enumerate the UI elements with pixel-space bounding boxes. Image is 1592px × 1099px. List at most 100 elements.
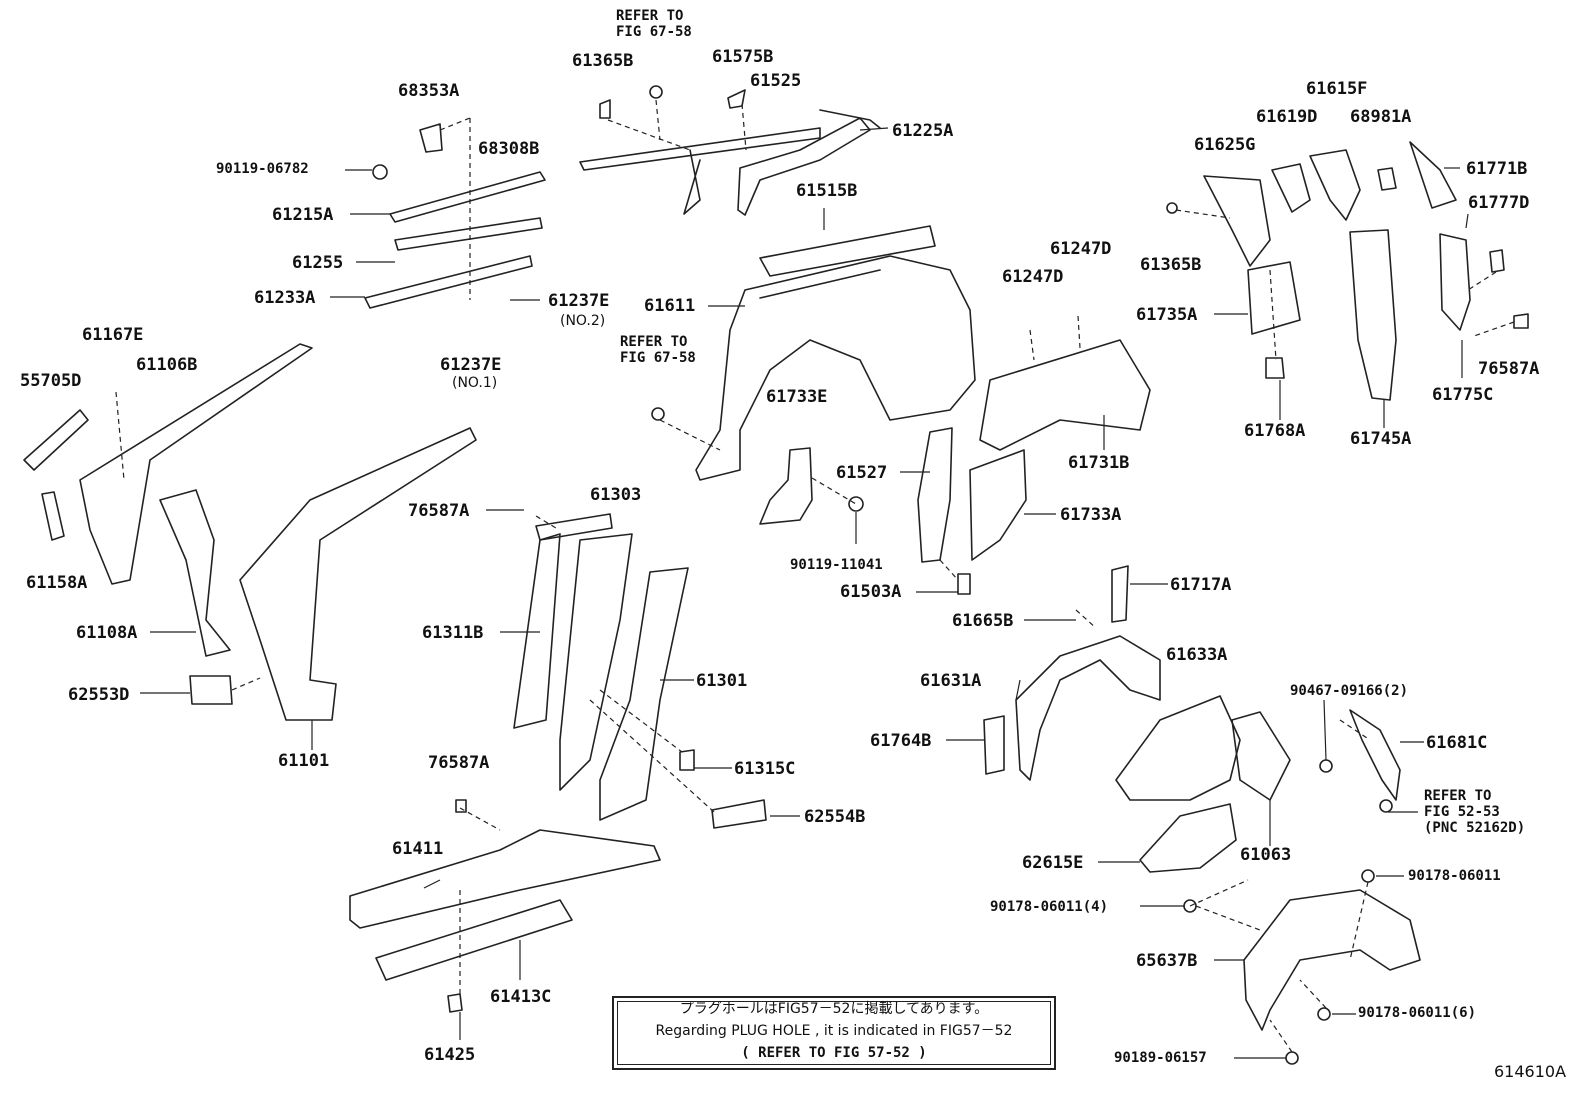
part-label-61611: 61611 [644, 296, 696, 316]
part-label-61527: 61527 [836, 463, 888, 483]
part-61233A [364, 255, 533, 309]
part-61225A [737, 117, 871, 216]
part-label-61768A: 61768A [1244, 421, 1306, 441]
part-label-68981A: 68981A [1350, 107, 1412, 127]
part-62554B [711, 799, 767, 829]
part-label-90178-06011-6: 90178-06011(6) [1358, 1005, 1477, 1021]
part-61735A [1247, 261, 1301, 335]
part-label-61764B: 61764B [870, 731, 932, 751]
plug-hole-note: プラグホールはFIG57－52に掲載してあります。 Regarding PLUG… [612, 996, 1056, 1070]
part-label-65637B: 65637B [1136, 951, 1198, 971]
part-label-61733A: 61733A [1060, 505, 1122, 525]
part-label-61255: 61255 [292, 253, 344, 273]
part-label-61237E-no2: 61237E [548, 291, 610, 311]
part-label-61615F: 61615F [1306, 79, 1368, 99]
part-61063 [1231, 711, 1291, 801]
part-label-68353A: 68353A [398, 81, 460, 101]
part-label-61777D: 61777D [1468, 193, 1530, 213]
part-label-61106B: 61106B [136, 355, 198, 375]
part-label-61167E: 61167E [82, 325, 144, 345]
part-label-61735A: 61735A [1136, 305, 1198, 325]
part-61301 [599, 567, 689, 821]
part-label-61515B: 61515B [796, 181, 858, 201]
part-61413C [375, 899, 573, 981]
part-label-61745A: 61745A [1350, 429, 1412, 449]
part-62553D [189, 675, 233, 705]
part-label-61215A: 61215A [272, 205, 334, 225]
part-note-no2: (NO.2) [560, 313, 606, 329]
part-label-76587A-bottom: 76587A [428, 753, 490, 773]
part-label-61315C: 61315C [734, 759, 796, 779]
part-label-61108A: 61108A [76, 623, 138, 643]
part-label-61301: 61301 [696, 671, 748, 691]
part-label-61625G: 61625G [1194, 135, 1256, 155]
part-label-55705D: 55705D [20, 371, 82, 391]
part-61733A [969, 449, 1027, 561]
part-61215A [389, 171, 546, 223]
part-label-61413C: 61413C [490, 987, 552, 1007]
part-61311B [513, 533, 561, 729]
part-label-61731B: 61731B [1068, 453, 1130, 473]
refer-note-52-53: REFER TO FIG 52-53 (PNC 52162D) [1424, 788, 1526, 836]
part-61303 [559, 533, 633, 791]
part-label-61503A: 61503A [840, 582, 902, 602]
part-label-90178-06011-4: 90178-06011(4) [990, 899, 1109, 915]
part-label-61225A: 61225A [892, 121, 954, 141]
note-line-japanese: プラグホールはFIG57－52に掲載してあります。 [679, 1001, 989, 1017]
part-65637B [1243, 889, 1421, 1031]
part-label-61717A: 61717A [1170, 575, 1232, 595]
part-61515B [759, 225, 936, 277]
part-label-61311B: 61311B [422, 623, 484, 643]
part-label-76587A-mid: 76587A [408, 501, 470, 521]
part-label-61158A: 61158A [26, 573, 88, 593]
part-label-61733E: 61733E [766, 387, 828, 407]
part-61101 [239, 427, 477, 721]
part-label-61247D-lower: 61247D [1002, 267, 1064, 287]
part-61106B [79, 343, 313, 585]
part-label-61665B: 61665B [952, 611, 1014, 631]
part-61633A [1115, 695, 1241, 801]
part-label-61771B: 61771B [1466, 159, 1528, 179]
part-label-62553D: 62553D [68, 685, 130, 705]
part-label-61525: 61525 [750, 71, 802, 91]
part-label-90119-06782: 90119-06782 [216, 161, 309, 177]
quarter-panel-61611 [695, 255, 976, 481]
note-line-english: Regarding PLUG HOLE , it is indicated in… [655, 1023, 1013, 1039]
refer-note-top: REFER TO FIG 67-58 [616, 8, 692, 40]
refer-note-mid: REFER TO FIG 67-58 [620, 334, 696, 366]
part-label-90178-06011: 90178-06011 [1408, 868, 1501, 884]
part-label-61063: 61063 [1240, 845, 1292, 865]
part-label-90467-09166: 90467-09166(2) [1290, 683, 1409, 699]
part-label-76587A-right: 76587A [1478, 359, 1540, 379]
part-label-62554B: 62554B [804, 807, 866, 827]
part-label-61681C: 61681C [1426, 733, 1488, 753]
part-61631A [1015, 635, 1161, 781]
part-label-61365B: 61365B [572, 51, 634, 71]
part-label-61247D-upper: 61247D [1050, 239, 1112, 259]
part-note-no1: (NO.1) [452, 375, 498, 391]
part-label-61365B-right: 61365B [1140, 255, 1202, 275]
part-label-61425: 61425 [424, 1045, 476, 1065]
part-label-90189-06157: 90189-06157 [1114, 1050, 1207, 1066]
part-62615E [1139, 803, 1237, 873]
part-label-61619D: 61619D [1256, 107, 1318, 127]
part-label-61237E-no1: 61237E [440, 355, 502, 375]
part-61255 [394, 217, 543, 251]
note-line-reference: ( REFER TO FIG 57-52 ) [741, 1045, 927, 1061]
part-label-61631A: 61631A [920, 671, 982, 691]
part-label-61575B: 61575B [712, 47, 774, 67]
part-label-61633A: 61633A [1166, 645, 1228, 665]
part-label-61303: 61303 [590, 485, 642, 505]
part-61411 [349, 829, 661, 929]
part-label-61101: 61101 [278, 751, 330, 771]
part-label-90119-11041: 90119-11041 [790, 557, 883, 573]
figure-number: 614610A [1494, 1062, 1567, 1081]
part-label-62615E: 62615E [1022, 853, 1084, 873]
part-label-61775C: 61775C [1432, 385, 1494, 405]
part-61108A [159, 489, 231, 657]
roof-rail [579, 127, 821, 171]
part-61745A [1349, 229, 1397, 401]
part-label-61233A: 61233A [254, 288, 316, 308]
